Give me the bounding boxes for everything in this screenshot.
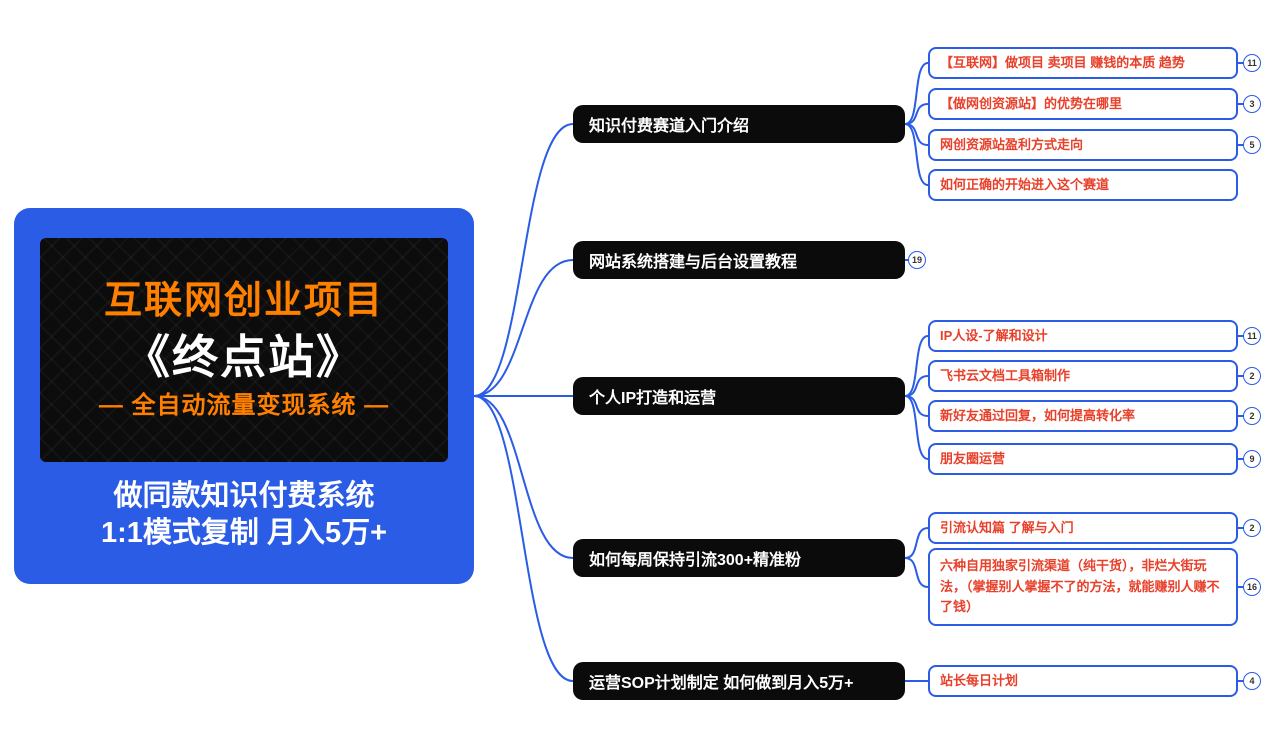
child-node[interactable]: 新好友通过回复，如何提高转化率 (928, 400, 1238, 432)
node-count-badge[interactable]: 9 (1243, 450, 1261, 468)
connector-branch3-child4 (904, 395, 929, 460)
root-banner: 互联网创业项目 《终点站》 — 全自动流量变现系统 — (40, 238, 448, 462)
child-node[interactable]: 【互联网】做项目 卖项目 赚钱的本质 趋势 (928, 47, 1238, 79)
child-label: 如何正确的开始进入这个赛道 (940, 176, 1110, 192)
node-count-badge[interactable]: 11 (1243, 54, 1261, 72)
child-node[interactable]: 站长每日计划 (928, 665, 1238, 697)
node-count-badge[interactable]: 16 (1243, 578, 1261, 596)
branch-node-1[interactable]: 知识付费赛道入门介绍 (573, 105, 905, 143)
branch-node-2[interactable]: 网站系统搭建与后台设置教程 (573, 241, 905, 279)
child-label: 朋友圈运营 (940, 450, 1006, 466)
child-node[interactable]: 网创资源站盈利方式走向 (928, 129, 1238, 161)
child-node[interactable]: 引流认知篇 了解与入门 (928, 512, 1238, 544)
connector-root-branch1 (473, 123, 574, 397)
branch-label: 个人IP打造和运营 (589, 390, 717, 407)
connector-root-branch2 (473, 259, 574, 397)
branch-label: 运营SOP计划制定 如何做到月入5万+ (589, 675, 854, 692)
root-node[interactable]: 互联网创业项目 《终点站》 — 全自动流量变现系统 — 做同款知识付费系统 1:… (14, 208, 474, 584)
node-count-badge[interactable]: 19 (908, 251, 926, 269)
connector-branch1-child4 (904, 123, 929, 186)
banner-subtitle: 《终点站》 (124, 331, 364, 383)
node-count-badge[interactable]: 5 (1243, 136, 1261, 154)
branch-label: 知识付费赛道入门介绍 (589, 118, 750, 135)
child-label: 【做网创资源站】的优势在哪里 (940, 95, 1123, 111)
branch-node-4[interactable]: 如何每周保持引流300+精准粉 (573, 539, 905, 577)
connector-branch3-child2 (904, 375, 929, 397)
branch-label: 网站系统搭建与后台设置教程 (589, 254, 798, 271)
node-count-badge[interactable]: 11 (1243, 327, 1261, 345)
connector-root-branch4 (473, 395, 574, 559)
child-label: 新好友通过回复，如何提高转化率 (940, 407, 1136, 423)
node-count-badge[interactable]: 2 (1243, 407, 1261, 425)
node-count-badge[interactable]: 3 (1243, 95, 1261, 113)
child-node[interactable]: 六种自用独家引流渠道（纯干货），非烂大街玩法，（掌握别人掌握不了的方法，就能赚别… (928, 548, 1238, 626)
branch-node-3[interactable]: 个人IP打造和运营 (573, 377, 905, 415)
node-count-badge[interactable]: 4 (1243, 672, 1261, 690)
branch-node-5[interactable]: 运营SOP计划制定 如何做到月入5万+ (573, 662, 905, 700)
connector-root-branch5 (473, 395, 574, 682)
banner-title: 互联网创业项目 (103, 280, 384, 322)
child-node[interactable]: 飞书云文档工具箱制作 (928, 360, 1238, 392)
child-label: 站长每日计划 (940, 672, 1019, 688)
child-label: 六种自用独家引流渠道（纯干货），非烂大街玩法，（掌握别人掌握不了的方法，就能赚别… (940, 557, 1220, 615)
node-count-badge[interactable]: 2 (1243, 519, 1261, 537)
child-label: 飞书云文档工具箱制作 (940, 367, 1071, 383)
connector-branch3-child3 (904, 395, 929, 417)
child-node[interactable]: 如何正确的开始进入这个赛道 (928, 169, 1238, 201)
connector-branch3-child1 (904, 335, 929, 397)
connector-branch4-child1 (904, 527, 929, 559)
connector-branch1-child2 (904, 103, 929, 125)
child-node[interactable]: 【做网创资源站】的优势在哪里 (928, 88, 1238, 120)
child-node[interactable]: 朋友圈运营 (928, 443, 1238, 475)
child-label: 引流认知篇 了解与入门 (940, 519, 1074, 535)
connector-branch1-child1 (904, 62, 929, 125)
connector-branch1-child3 (904, 123, 929, 146)
connector-branch4-child2 (904, 557, 929, 588)
root-subtitle-1: 做同款知识付费系统 (113, 480, 375, 512)
branch-label: 如何每周保持引流300+精准粉 (589, 552, 802, 569)
child-label: 网创资源站盈利方式走向 (940, 136, 1084, 152)
child-label: IP人设-了解和设计 (940, 327, 1048, 343)
root-subtitle-2: 1:1模式复制 月入5万+ (100, 517, 388, 549)
banner-tagline: — 全自动流量变现系统 — (98, 392, 390, 419)
node-count-badge[interactable]: 2 (1243, 367, 1261, 385)
child-label: 【互联网】做项目 卖项目 赚钱的本质 趋势 (940, 54, 1185, 70)
child-node[interactable]: IP人设-了解和设计 (928, 320, 1238, 352)
